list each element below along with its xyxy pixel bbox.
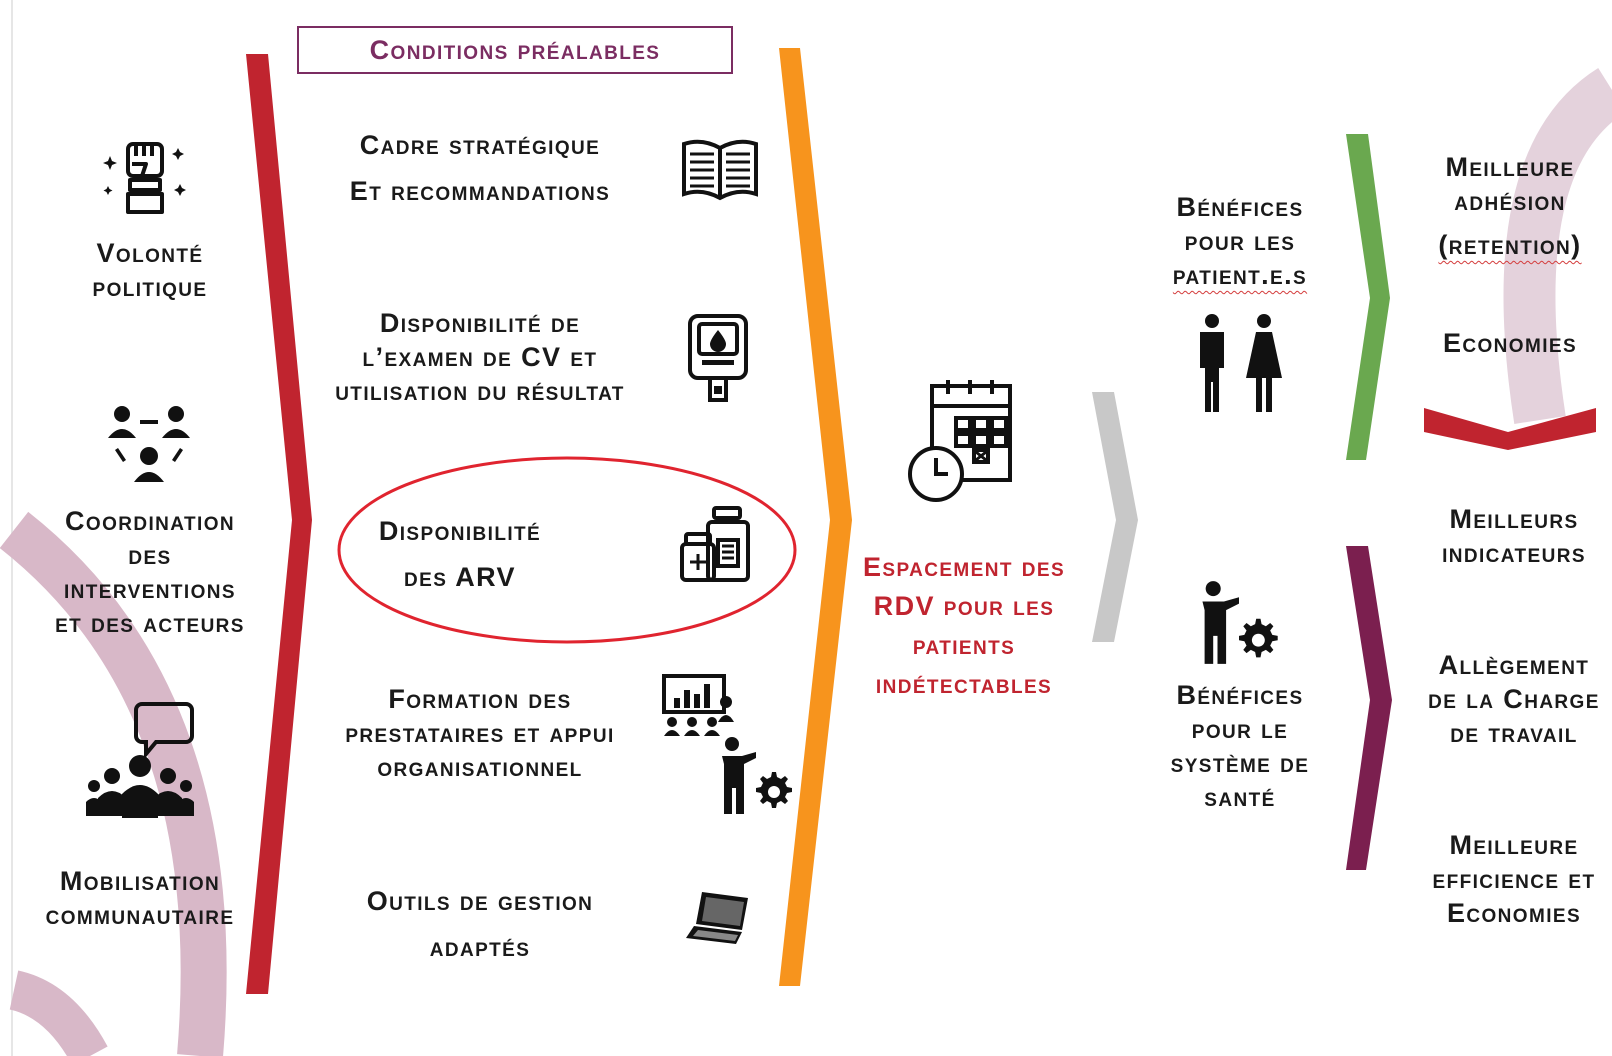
person-gear-icon: [716, 736, 796, 821]
open-book-icon: [680, 138, 760, 207]
background-arc-right: [1503, 67, 1612, 424]
purple-chevron: [1346, 546, 1392, 870]
background-arc-bottom: [8, 970, 108, 1056]
gray-chevron: [1092, 392, 1138, 642]
community-speech-icon: [86, 700, 196, 825]
outcome-economies: Economies: [1442, 328, 1578, 358]
benefits-patients-label: Bénéfices pour les patient.e.s: [1172, 192, 1308, 290]
prereq-formation-label: Formation des prestataires et appui orga…: [345, 684, 615, 782]
intervention-label: Espacement des RDV pour les patients ind…: [862, 552, 1066, 699]
prereq-outils-label: Outils de gestion adaptés: [366, 886, 594, 962]
outcome-adhesion: Meilleure adhésion (retention): [1438, 152, 1582, 260]
prereq-cadre-label: Cadre stratégique Et recommandations: [349, 130, 611, 206]
conditions-title: Conditions préalables: [297, 26, 733, 74]
outcome-charge-travail: Allègement de la Charge de travail: [1428, 650, 1600, 748]
orange-chevron: [779, 48, 852, 986]
red-down-chevron: [1424, 408, 1596, 450]
red-chevron: [246, 54, 312, 994]
man-woman-icon: [1192, 314, 1288, 419]
test-device-icon: [686, 312, 750, 409]
prereq-cv-label: Disponibilité de l’examen de CV et utili…: [335, 308, 625, 406]
green-chevron: [1346, 134, 1390, 460]
benefits-system-label: Bénéfices pour le système de santé: [1170, 680, 1310, 812]
training-presentation-icon: [660, 672, 736, 741]
background-arc-left: [0, 511, 227, 1056]
outcome-efficience: Meilleure efficience et Economies: [1432, 830, 1596, 928]
highlight-ellipse: [337, 456, 797, 644]
medicine-bottles-icon: [680, 504, 760, 589]
outcome-indicateurs: Meilleurs indicateurs: [1442, 504, 1586, 568]
pillar-politique-label: Volonté politique: [92, 238, 208, 302]
raised-fist-icon: [100, 134, 190, 229]
system-person-gear-icon: [1196, 580, 1282, 671]
pillar-coordination-label: Coordination des interventions et des ac…: [55, 506, 245, 638]
prereq-arv-label: Disponibilité des ARV: [378, 516, 542, 592]
laptop-icon: [684, 888, 754, 953]
pillar-mobilisation-label: Mobilisation communautaire: [45, 866, 235, 930]
calendar-clock-icon: [904, 378, 1014, 507]
team-network-icon: [104, 404, 194, 489]
